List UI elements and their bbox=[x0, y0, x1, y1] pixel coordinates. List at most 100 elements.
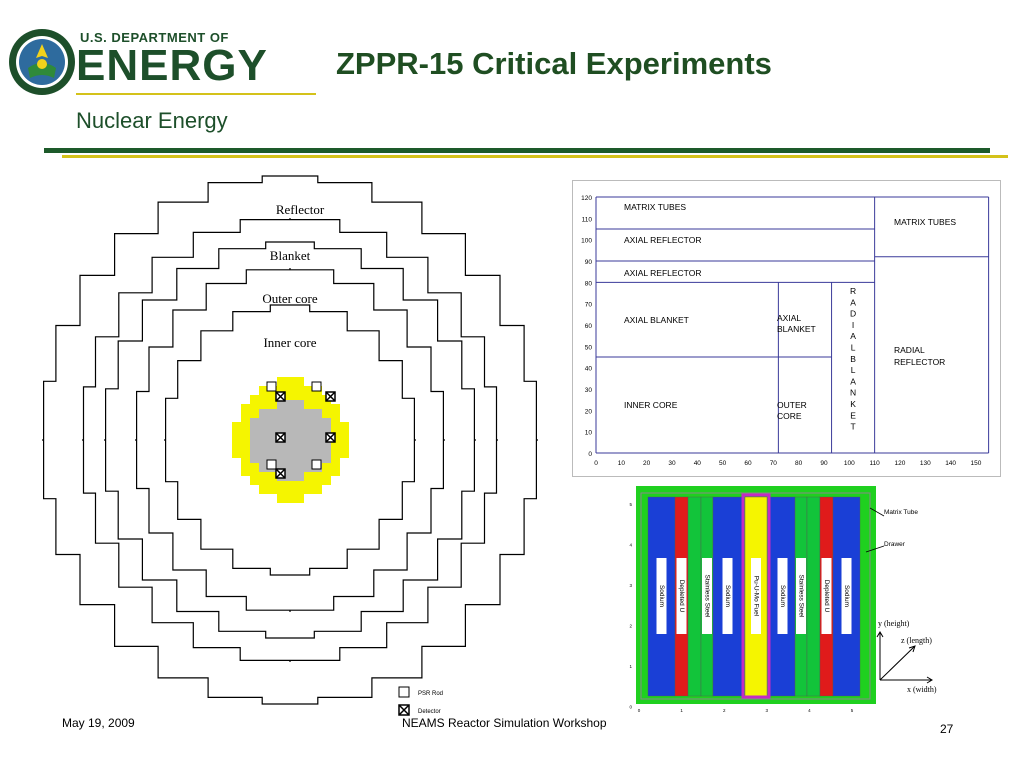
drawer-x-tick: 4 bbox=[808, 708, 811, 713]
inner-core-cell bbox=[304, 454, 313, 463]
detector-marker bbox=[275, 391, 286, 402]
radial-blanket-letter: R bbox=[850, 286, 856, 296]
rz-x-tick: 50 bbox=[719, 460, 727, 467]
inner-core-cell bbox=[250, 454, 259, 463]
psr-rod-marker bbox=[311, 381, 322, 392]
outer-core-cell bbox=[277, 494, 286, 503]
outer-core-cell bbox=[331, 422, 340, 431]
radial-blanket-letter: A bbox=[850, 331, 856, 341]
radial-blanket-letter: E bbox=[850, 410, 856, 420]
outer-core-cell bbox=[331, 404, 340, 413]
strip-label: Sodium bbox=[658, 585, 665, 607]
rz-x-tick: 60 bbox=[744, 460, 752, 467]
label-reflector: Reflector bbox=[276, 202, 325, 217]
legend-detector-icon bbox=[398, 704, 410, 716]
inner-core-cell bbox=[277, 463, 286, 472]
drawer-x-tick: 2 bbox=[723, 708, 726, 713]
inner-core-cell bbox=[259, 436, 268, 445]
radial-blanket-letter: A bbox=[850, 376, 856, 386]
inner-core-cell bbox=[277, 409, 286, 418]
rz-x-tick: 100 bbox=[844, 460, 855, 467]
strip-label: Stainless Steel bbox=[703, 575, 710, 619]
inner-core-cell bbox=[286, 445, 295, 454]
rz-y-tick: 20 bbox=[585, 408, 593, 415]
outer-core-cell bbox=[331, 413, 340, 422]
outer-core-cell bbox=[250, 395, 259, 404]
outer-core-cell bbox=[250, 476, 259, 485]
drawer-y-tick: 5 bbox=[629, 502, 632, 507]
outer-core-cell bbox=[232, 449, 241, 458]
outer-core-cell bbox=[331, 440, 340, 449]
outer-core-cell bbox=[322, 404, 331, 413]
detector-marker bbox=[275, 468, 286, 479]
outer-core-cell bbox=[232, 431, 241, 440]
inner-core-cell bbox=[304, 427, 313, 436]
region-matrix-tubes-left: MATRIX TUBES bbox=[624, 202, 686, 212]
detector-marker bbox=[325, 391, 336, 402]
outer-core-cell bbox=[241, 440, 250, 449]
inner-core-cell bbox=[259, 409, 268, 418]
footer-date: May 19, 2009 bbox=[62, 716, 135, 730]
rz-y-tick: 0 bbox=[588, 451, 592, 458]
outer-core-cell bbox=[295, 386, 304, 395]
rz-x-tick: 90 bbox=[820, 460, 828, 467]
inner-core-cell bbox=[259, 418, 268, 427]
rz-frame bbox=[572, 180, 1001, 477]
rz-y-tick: 50 bbox=[585, 344, 593, 351]
legend-psr-rod-label: PSR Rod bbox=[418, 691, 443, 697]
inner-core-cell bbox=[286, 454, 295, 463]
inner-core-cell bbox=[295, 445, 304, 454]
rz-x-tick: 120 bbox=[895, 460, 906, 467]
outer-core-cell bbox=[340, 440, 349, 449]
inner-core-cell bbox=[286, 427, 295, 436]
radial-blanket-letter: B bbox=[850, 354, 856, 364]
outer-core-cell bbox=[241, 404, 250, 413]
outer-core-cell bbox=[277, 485, 286, 494]
inner-core-cell bbox=[313, 409, 322, 418]
inner-core-cell bbox=[286, 463, 295, 472]
rz-y-tick: 120 bbox=[581, 195, 592, 202]
header-rule-green bbox=[44, 148, 990, 153]
inner-core-cell bbox=[313, 418, 322, 427]
rz-x-tick: 40 bbox=[694, 460, 702, 467]
drawer-strip bbox=[687, 496, 702, 697]
psr-rod-marker bbox=[266, 381, 277, 392]
rz-x-tick: 30 bbox=[668, 460, 676, 467]
inner-core-cell bbox=[286, 436, 295, 445]
inner-core-cell bbox=[250, 445, 259, 454]
inner-core-cell bbox=[295, 409, 304, 418]
strip-label-box bbox=[796, 558, 806, 634]
outer-core-cell bbox=[295, 494, 304, 503]
drawer-x-tick: 5 bbox=[851, 708, 854, 713]
inner-core-cell bbox=[259, 463, 268, 472]
drawer-y-tick: 2 bbox=[629, 624, 632, 629]
core-ring-4 bbox=[135, 268, 445, 612]
strip-label-box bbox=[656, 558, 667, 634]
radial-blanket-letter: D bbox=[850, 309, 856, 319]
axis-x-label: x (width) bbox=[907, 685, 937, 694]
strip-label-box bbox=[676, 558, 687, 634]
strip-label-box bbox=[841, 558, 852, 634]
inner-core-cell bbox=[322, 454, 331, 463]
inner-core-cell bbox=[295, 427, 304, 436]
outer-core-cell bbox=[259, 386, 268, 395]
outer-core-cell bbox=[286, 395, 295, 404]
inner-core-cell bbox=[286, 409, 295, 418]
rz-y-tick: 40 bbox=[585, 366, 593, 373]
inner-core-cell bbox=[286, 400, 295, 409]
legend-detector-label: Detector bbox=[418, 709, 441, 715]
core-ring-1 bbox=[42, 175, 538, 705]
outer-core-cell bbox=[232, 440, 241, 449]
radial-blanket-letter: L bbox=[851, 365, 856, 375]
inner-core-cell bbox=[268, 445, 277, 454]
strip-label: Pu-U-Mo Fuel bbox=[752, 576, 759, 617]
inner-core-cell bbox=[295, 436, 304, 445]
core-markers bbox=[266, 381, 336, 479]
outer-core-cell bbox=[295, 395, 304, 404]
rz-y-tick: 110 bbox=[582, 216, 593, 223]
rz-y-tick: 30 bbox=[585, 387, 593, 394]
inner-core-cell bbox=[277, 400, 286, 409]
outer-core-cell bbox=[241, 431, 250, 440]
